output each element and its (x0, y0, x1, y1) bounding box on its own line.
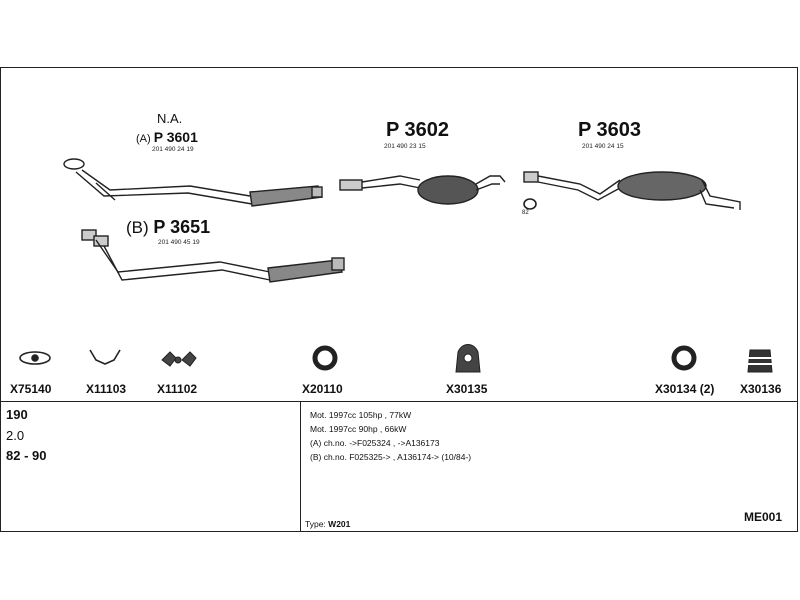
front-pipe-b (81, 229, 345, 283)
rear-silencer (523, 171, 741, 210)
bolt-kit-icon (161, 351, 197, 367)
part-label-p3602: P 3602 (386, 120, 449, 140)
accessory-code: X30134 (2) (655, 382, 715, 396)
type-value: W201 (328, 519, 351, 529)
part-code: P 3603 (578, 119, 642, 141)
model-name: 190 (6, 407, 28, 422)
part-code: P 3651 (153, 217, 211, 237)
spec-line: (A) ch.no. ->F025324 , ->A136173 (310, 438, 440, 448)
part-code: P 3601 (153, 129, 198, 145)
ring-icon (312, 345, 338, 371)
rubber-mount-icon (746, 349, 774, 373)
part-code: P 3602 (386, 119, 450, 141)
small-ring-label: 82 (522, 210, 529, 216)
type-field: Type: W201 (305, 519, 350, 529)
oem-number: 201 490 24 15 (582, 143, 624, 150)
spec-line: Mot. 1997cc 90hp , 66kW (310, 424, 407, 434)
oem-number: 201 490 23 15 (384, 143, 426, 150)
variant-a-prefix: (A) (136, 133, 151, 145)
part-label-p3601: (A) P 3601 (136, 130, 198, 145)
na-label: N.A. (157, 111, 183, 126)
spec-line: (B) ch.no. F025325-> , A136174-> (10/84-… (310, 452, 472, 462)
accessory-code: X20110 (302, 382, 343, 396)
mount-icon (455, 344, 481, 373)
part-label-p3651: (B) P 3651 (126, 218, 210, 236)
sheet-code: ME001 (744, 510, 783, 524)
gasket-icon (19, 351, 51, 365)
accessory-code: X30135 (446, 382, 488, 396)
oem-number: 201 490 24 19 (152, 146, 194, 153)
table-column-divider (300, 401, 301, 532)
model-engine: 2.0 (6, 428, 25, 443)
intermediate-silencer (339, 175, 506, 205)
accessory-code: X75140 (10, 382, 52, 396)
part-label-p3603: P 3603 (578, 120, 641, 140)
table-divider (0, 401, 798, 402)
model-years: 82 - 90 (6, 448, 47, 463)
oem-number: 201 490 45 19 (158, 239, 200, 246)
spec-line: Mot. 1997cc 105hp , 77kW (310, 410, 412, 420)
clamp-icon (89, 349, 121, 365)
ring-icon (671, 345, 697, 371)
accessory-code: X11103 (86, 382, 127, 396)
accessory-code: X11102 (157, 382, 198, 396)
front-pipe-a (63, 158, 323, 207)
accessory-code: X30136 (740, 382, 782, 396)
type-label: Type: (305, 519, 326, 529)
small-ring (523, 198, 537, 210)
variant-b-prefix: (B) (126, 218, 149, 237)
parts-sheet (0, 67, 798, 532)
